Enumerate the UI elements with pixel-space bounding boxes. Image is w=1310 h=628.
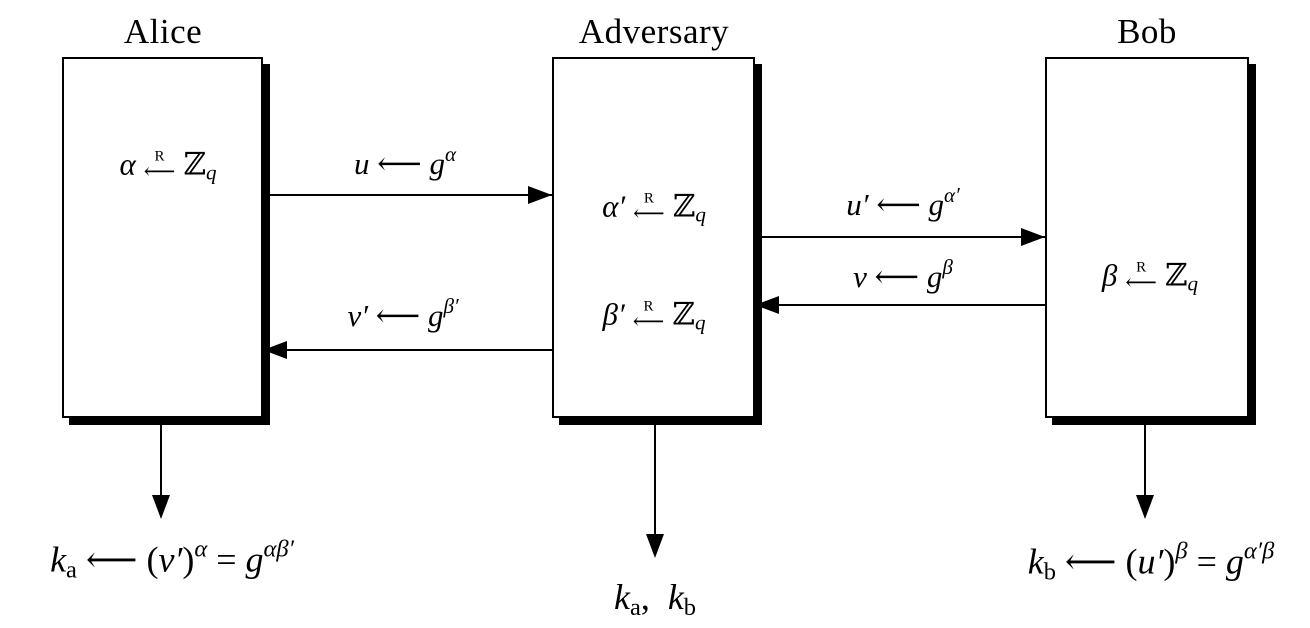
arrowhead-down-icon (151, 495, 170, 519)
bob-output-arrow (1135, 425, 1154, 519)
adversary-to-bob-label: u′ ⟵ gα′ (846, 183, 960, 222)
alice-key-formula: ka ⟵ (v′)α = gαβ′ (50, 535, 294, 584)
arrowhead-right-icon (1021, 227, 1045, 246)
arrowhead-right-icon (528, 185, 552, 204)
alice-to-adversary-label: u ⟵ gα (353, 142, 457, 181)
arrowhead-left-icon (263, 340, 287, 359)
adversary-box (552, 57, 755, 418)
alice-title: Alice (123, 12, 203, 51)
alice-to-adversary-arrow (263, 185, 552, 204)
bob-key-formula: kb ⟵ (u′)β = gα′β (1027, 537, 1275, 586)
arrowhead-down-icon (1135, 495, 1154, 519)
random-sample-arrow: R⟵ (633, 190, 665, 226)
adversary-to-bob-arrow (755, 227, 1045, 246)
adversary-keys-formula: ka, kb (613, 576, 697, 622)
adversary-sample-formula-1: α′R⟵ℤq (602, 188, 706, 227)
bob-box (1045, 57, 1249, 418)
adversary-title: Adversary (578, 12, 730, 51)
random-sample-arrow: R⟵ (632, 298, 665, 334)
bob-title: Bob (1117, 12, 1177, 51)
alice-output-arrow (151, 425, 170, 519)
bob-to-adversary-arrow (755, 295, 1045, 314)
random-sample-arrow: R⟵ (1125, 259, 1157, 295)
random-sample-arrow: R⟵ (143, 148, 176, 184)
adversary-output-arrow (645, 425, 664, 558)
adversary-to-alice-arrow (263, 340, 552, 359)
bob-to-adversary-label: v ⟵ gβ (853, 255, 953, 294)
adversary-sample-formula-2: β′R⟵ℤq (602, 296, 706, 335)
arrowhead-down-icon (645, 534, 664, 558)
arrowhead-left-icon (755, 295, 779, 314)
alice-box (62, 57, 263, 418)
adversary-to-alice-label: v′ ⟵ gβ′ (347, 294, 459, 333)
